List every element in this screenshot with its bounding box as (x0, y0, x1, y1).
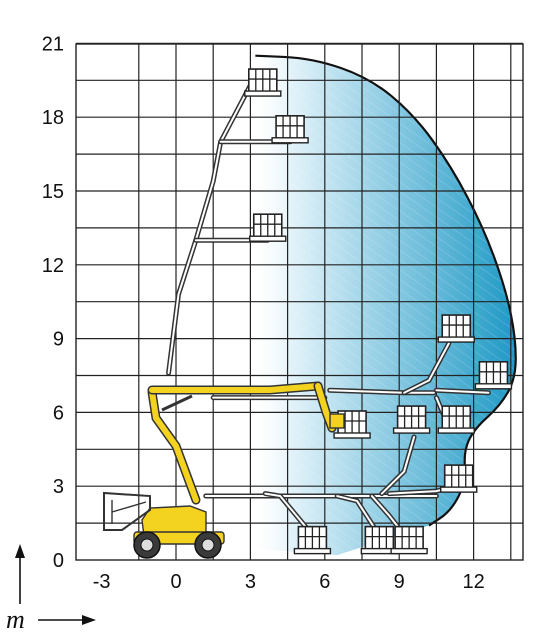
boom-right-mid-inner (435, 389, 490, 394)
y-tick-label: 12 (42, 255, 64, 277)
basket-mid-high (249, 213, 287, 242)
y-tick-label: 21 (42, 33, 64, 55)
y-tick-label: 18 (42, 107, 64, 129)
basket-right-3 (437, 405, 475, 434)
boom-lower-up-inner (380, 436, 416, 495)
boom-drop-2-inner (336, 495, 381, 537)
basket-floor-3 (390, 525, 428, 555)
unit-arrow-right-head (82, 615, 96, 625)
wheel-rear (133, 531, 161, 559)
basket-floor-1 (293, 525, 332, 555)
machine-arm-inner (149, 383, 321, 393)
y-axis-ticks: 0 3 6 9 12 15 18 21 (42, 33, 64, 572)
basket-right-1 (437, 314, 475, 343)
x-tick-label: 0 (170, 571, 181, 593)
x-tick-label: 6 (319, 571, 330, 593)
lower-boom-left-frame-inner (111, 500, 147, 524)
y-tick-label: 9 (53, 329, 64, 351)
x-tick-label: 9 (394, 571, 405, 593)
unit-arrow-up-head (15, 544, 25, 558)
basket-mid-low (392, 405, 431, 434)
y-tick-label: 6 (53, 402, 64, 424)
y-tick-label: 0 (53, 550, 64, 572)
basket-right-2 (474, 360, 513, 390)
x-axis-ticks: -3 0 3 6 9 12 (93, 571, 485, 593)
basket-floor-2 (360, 525, 399, 555)
lower-boom-left-frame (103, 491, 151, 531)
machine-cylinder (161, 394, 193, 412)
wheel-front (194, 531, 222, 559)
x-tick-label: 12 (462, 571, 484, 593)
basket-top (244, 68, 282, 97)
basket-upper (271, 115, 309, 144)
machine-jib-head (329, 413, 345, 429)
machine-riser-inner (149, 389, 199, 503)
boom-right-up-inner (403, 342, 450, 394)
x-tick-label: 3 (245, 571, 256, 593)
y-tick-label: 15 (42, 181, 64, 203)
baskets (244, 68, 513, 555)
boom-drop-1-inner (264, 492, 316, 539)
y-tick-label: 3 (53, 476, 64, 498)
unit-indicator: m (6, 544, 96, 634)
aerial-lift-machine (133, 381, 345, 559)
basket-right-low (440, 464, 478, 493)
unit-label: m (6, 605, 25, 634)
x-tick-label: -3 (93, 571, 111, 593)
grid-frame (75, 43, 524, 561)
